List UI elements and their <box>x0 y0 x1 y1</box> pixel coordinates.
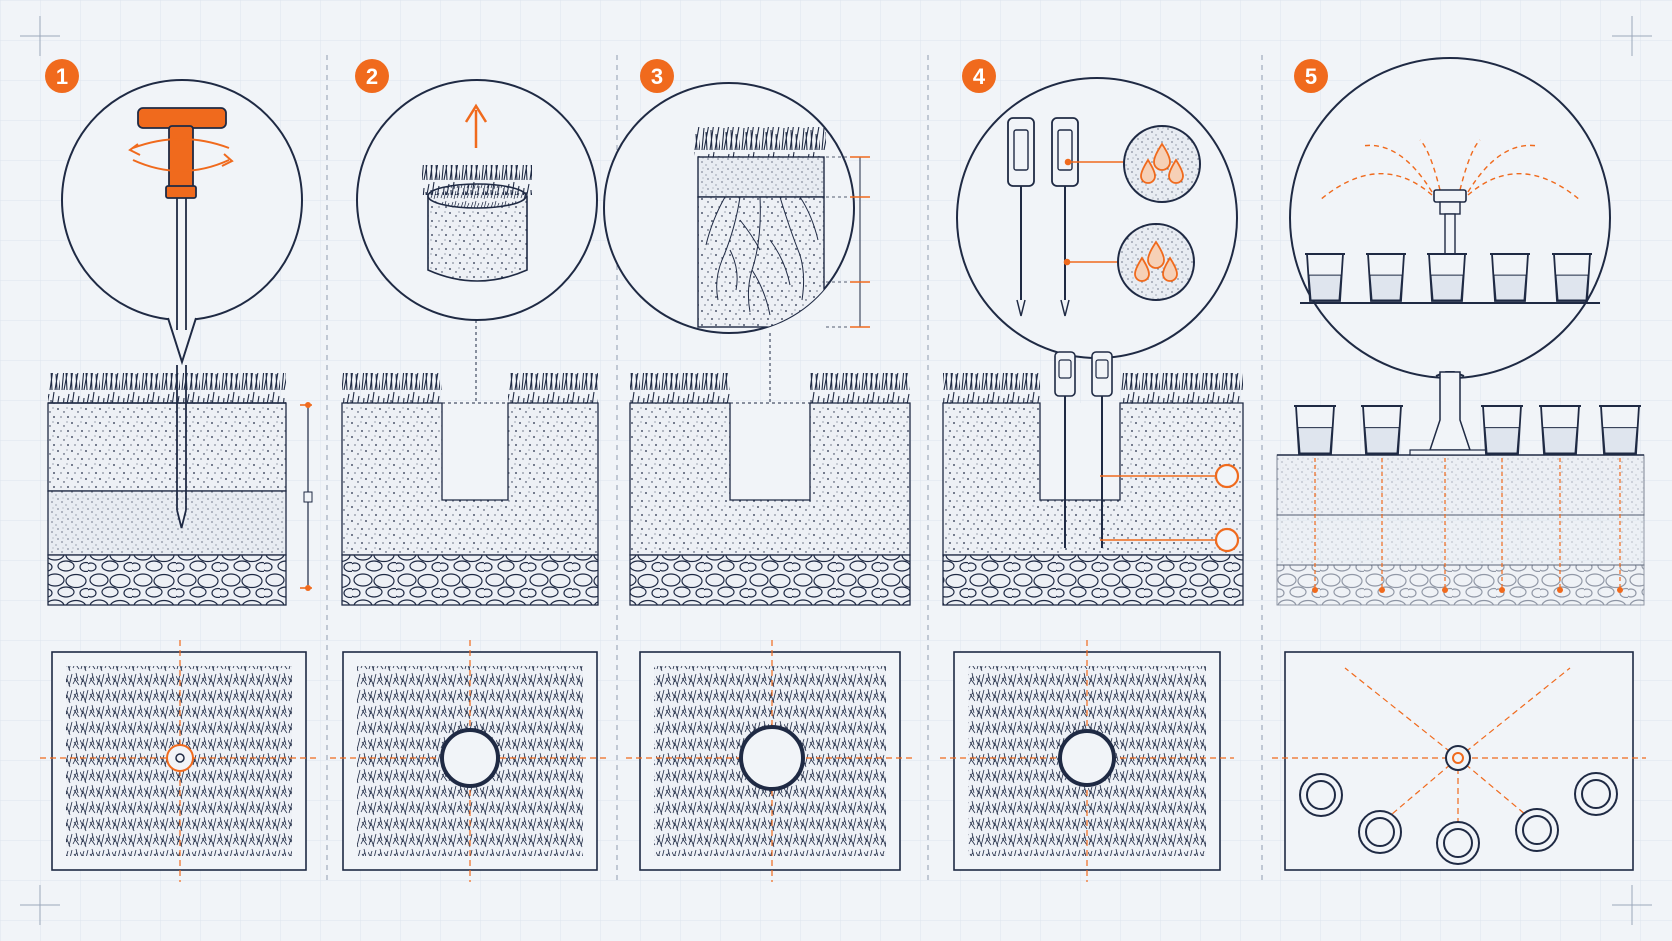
step-3-badge: 3 <box>640 59 674 93</box>
turf-plug-icon <box>422 103 532 282</box>
ground-cup-2 <box>1361 405 1403 455</box>
step-3-plan-view <box>626 640 914 882</box>
step-5-badge: 5 <box>1294 59 1328 93</box>
step-4-readout-leaders <box>1063 158 1124 266</box>
depth-marker-dot-3 <box>1442 587 1448 593</box>
step-1-soil-profile <box>47 373 287 606</box>
step-5-ground-cups <box>1294 405 1641 593</box>
step-1-panel: 1 <box>40 59 318 882</box>
depth-marker-dot-5 <box>1557 587 1563 593</box>
step-4-soil-profile <box>942 373 1244 606</box>
step-4-number: 4 <box>973 64 986 89</box>
step-1-plan-view <box>40 640 318 882</box>
step-4-callout <box>956 77 1238 359</box>
moisture-meter-icon <box>1007 117 1079 317</box>
step-5-number: 5 <box>1305 64 1317 89</box>
step-1-badge: 1 <box>45 59 79 93</box>
bubble-cup-4 <box>1490 253 1530 302</box>
step-2-soil-profile <box>341 373 599 606</box>
bubble-cup-1 <box>1305 253 1345 302</box>
step-4-plan-view <box>940 640 1234 882</box>
ground-cup-3 <box>1481 405 1523 455</box>
step-2-number: 2 <box>366 64 378 89</box>
step-2-plan-view <box>330 640 610 882</box>
step-3-soil-profile <box>629 373 911 606</box>
step-1-depth-dimension <box>300 402 313 591</box>
step-4-panel: 4 <box>940 59 1244 882</box>
step-4-badge: 4 <box>962 59 996 93</box>
depth-marker-dot-6 <box>1617 587 1623 593</box>
step-1-callout <box>61 79 303 366</box>
step-5-panel: 5 <box>1272 57 1646 871</box>
step-3-panel: 3 <box>603 59 914 882</box>
bubble-cup-5 <box>1552 253 1592 302</box>
step-2-panel: 2 <box>330 59 610 882</box>
step-4-inserted-meters <box>1054 351 1240 553</box>
t-handle-soil-probe-icon <box>128 107 234 529</box>
depth-marker-dot-4 <box>1499 587 1505 593</box>
step-2-badge: 2 <box>355 59 389 93</box>
ground-cup-4 <box>1539 405 1581 455</box>
catch-cup-icon <box>1305 253 1592 302</box>
step-5-soil-profile <box>1276 371 1645 606</box>
ground-cup-1 <box>1294 405 1336 455</box>
panel-dividers <box>326 55 1263 885</box>
bubble-cup-2 <box>1366 253 1406 302</box>
step-1-number: 1 <box>56 64 68 89</box>
bubble-cup-3 <box>1427 253 1467 302</box>
ground-cup-5 <box>1599 405 1641 455</box>
depth-marker-dot-1 <box>1312 587 1318 593</box>
soil-core-profile-icon <box>694 127 826 328</box>
step-5-plan-view <box>1272 651 1646 871</box>
step-3-layer-dimensions <box>826 156 870 328</box>
corner-marks <box>20 16 1652 925</box>
depth-marker-dot-2 <box>1379 587 1385 593</box>
step-3-number: 3 <box>651 64 663 89</box>
water-drop-icon <box>1117 125 1201 301</box>
